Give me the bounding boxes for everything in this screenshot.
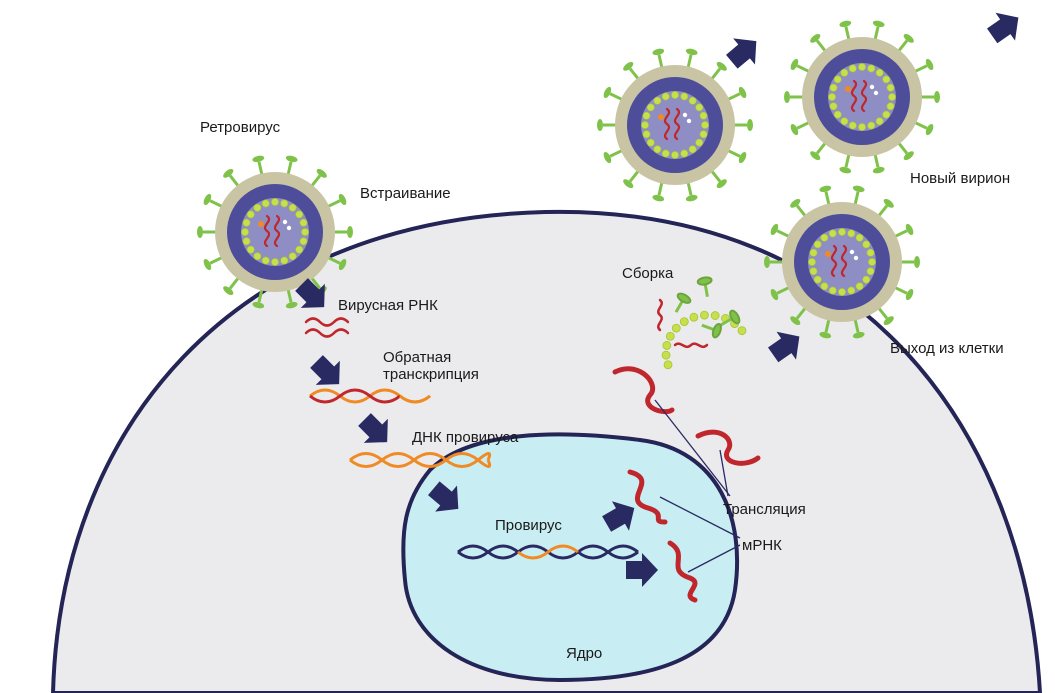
assembly-bead	[661, 350, 671, 360]
reverse-transcription-strands	[309, 388, 431, 404]
virus-rna	[850, 79, 868, 113]
virus-group	[197, 20, 940, 339]
assembly-spike	[674, 292, 692, 313]
virus-spikes	[597, 48, 753, 202]
label-provirus-dna: ДНК провируса	[412, 429, 519, 446]
assembly-spike	[720, 309, 741, 327]
assembly-bead	[671, 323, 681, 333]
virus-core-beads	[808, 228, 876, 296]
virion-released-1	[597, 48, 753, 202]
label-translation: Трансляция	[723, 501, 806, 518]
virion-budding	[764, 185, 920, 339]
assembly-bead	[662, 341, 672, 350]
label-mrna: мРНК	[742, 537, 782, 554]
virus-rna	[663, 107, 681, 141]
label-new-virion: Новый вирион	[910, 170, 1010, 187]
virus-rna	[830, 244, 848, 278]
label-reverse-transcription-line1: Обратная	[383, 349, 451, 366]
label-retrovirus: Ретровирус	[200, 119, 281, 136]
assembly-bead	[665, 331, 675, 341]
provirus-integrated-dna	[457, 544, 639, 560]
label-provirus: Провирус	[495, 517, 562, 534]
label-exit: Выход из клетки	[890, 340, 1004, 357]
virus-spikes	[784, 20, 940, 174]
viral-rna	[304, 317, 350, 338]
label-nucleus: Ядро	[566, 645, 602, 662]
virus-core-beads	[641, 91, 709, 159]
virus-core-beads	[828, 63, 896, 131]
assembly-spike	[696, 276, 713, 298]
virus-entering	[197, 155, 353, 309]
leader-lines	[654, 399, 741, 573]
virus-rna	[263, 214, 281, 248]
process-arrow	[720, 28, 768, 75]
virus-core-beads	[241, 198, 309, 266]
assembly-bead	[737, 326, 747, 336]
label-integration: Встраивание	[360, 185, 451, 202]
assembly-bead	[710, 311, 720, 320]
assembly-bead	[689, 312, 699, 322]
assembly-bead	[663, 360, 673, 370]
assembly-spike	[701, 322, 722, 339]
assembly-bead	[700, 310, 709, 320]
virion-released-2	[784, 20, 940, 174]
label-assembly: Сборка	[622, 265, 674, 282]
process-arrow	[982, 3, 1029, 50]
label-reverse-transcription-line2: транскрипция	[383, 366, 479, 383]
mrna-strands	[612, 366, 761, 603]
assembly-parts	[657, 276, 747, 370]
assembly-bead	[679, 317, 689, 327]
virus-spikes	[764, 185, 920, 339]
provirus-dna-strands	[349, 452, 492, 468]
label-viral-rna: Вирусная РНК	[338, 297, 438, 314]
